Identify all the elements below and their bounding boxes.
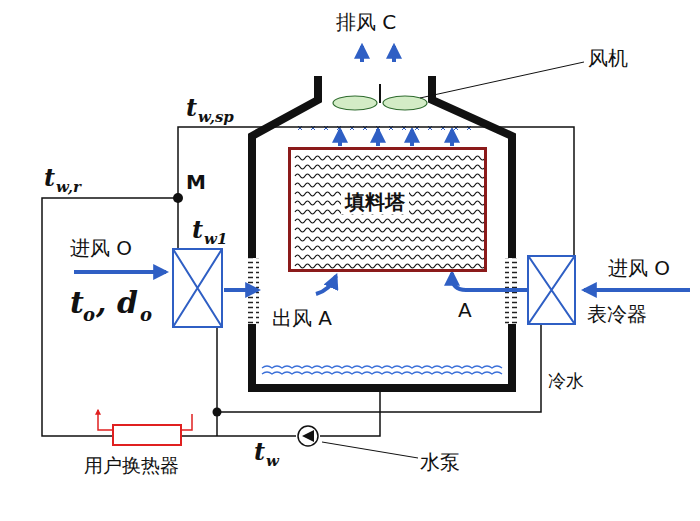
variable-symbol: t bbox=[192, 218, 203, 242]
text-label: M bbox=[186, 172, 206, 192]
variable-symbol: t bbox=[44, 166, 55, 190]
node-label: 用户换热器 bbox=[84, 456, 179, 475]
text-label: 出风 A bbox=[272, 308, 332, 328]
pump-symbol bbox=[298, 426, 318, 446]
pump-leader bbox=[322, 442, 418, 458]
water-basin bbox=[262, 366, 502, 374]
cooling-coil: 表冷器 bbox=[527, 255, 576, 325]
air-flow-arrow bbox=[452, 273, 527, 290]
air-arrows bbox=[74, 272, 690, 294]
exhaust-arrows bbox=[340, 46, 452, 146]
variable-symbol: t bbox=[70, 288, 84, 318]
water-pipes bbox=[42, 127, 574, 436]
user-heat-exchanger: 用户换热器 bbox=[112, 424, 182, 446]
text-label: 冷水 bbox=[548, 372, 584, 390]
text-label: 排风 C bbox=[336, 12, 396, 32]
edge-label: A bbox=[458, 300, 472, 320]
packing-box: 填料塔 bbox=[288, 147, 487, 272]
text-label: 风机 bbox=[588, 48, 628, 68]
variable-symbol: w,r bbox=[56, 180, 81, 195]
variable-symbol: t bbox=[186, 96, 197, 120]
coil-cross bbox=[529, 257, 574, 323]
variable-symbol: o bbox=[83, 306, 95, 324]
fan-leader bbox=[420, 62, 584, 98]
variable-symbol: , d bbox=[96, 288, 138, 318]
junction bbox=[213, 408, 222, 417]
left-coil bbox=[173, 249, 222, 327]
variable-symbol: o bbox=[140, 306, 152, 324]
fan bbox=[333, 84, 427, 110]
text-label: 进风 O bbox=[70, 238, 132, 258]
variable-symbol: w bbox=[266, 454, 279, 469]
variable-symbol: t bbox=[254, 440, 265, 464]
text-label: 水泵 bbox=[420, 452, 460, 472]
text-label: 进风 O bbox=[608, 258, 670, 278]
tower-shell bbox=[252, 76, 512, 388]
variable-symbol: w,sp bbox=[198, 110, 234, 125]
variable-symbol: w1 bbox=[204, 232, 227, 247]
node-label: 填料塔 bbox=[341, 190, 409, 214]
node-label: 表冷器 bbox=[587, 304, 647, 324]
junction-m bbox=[173, 193, 183, 203]
